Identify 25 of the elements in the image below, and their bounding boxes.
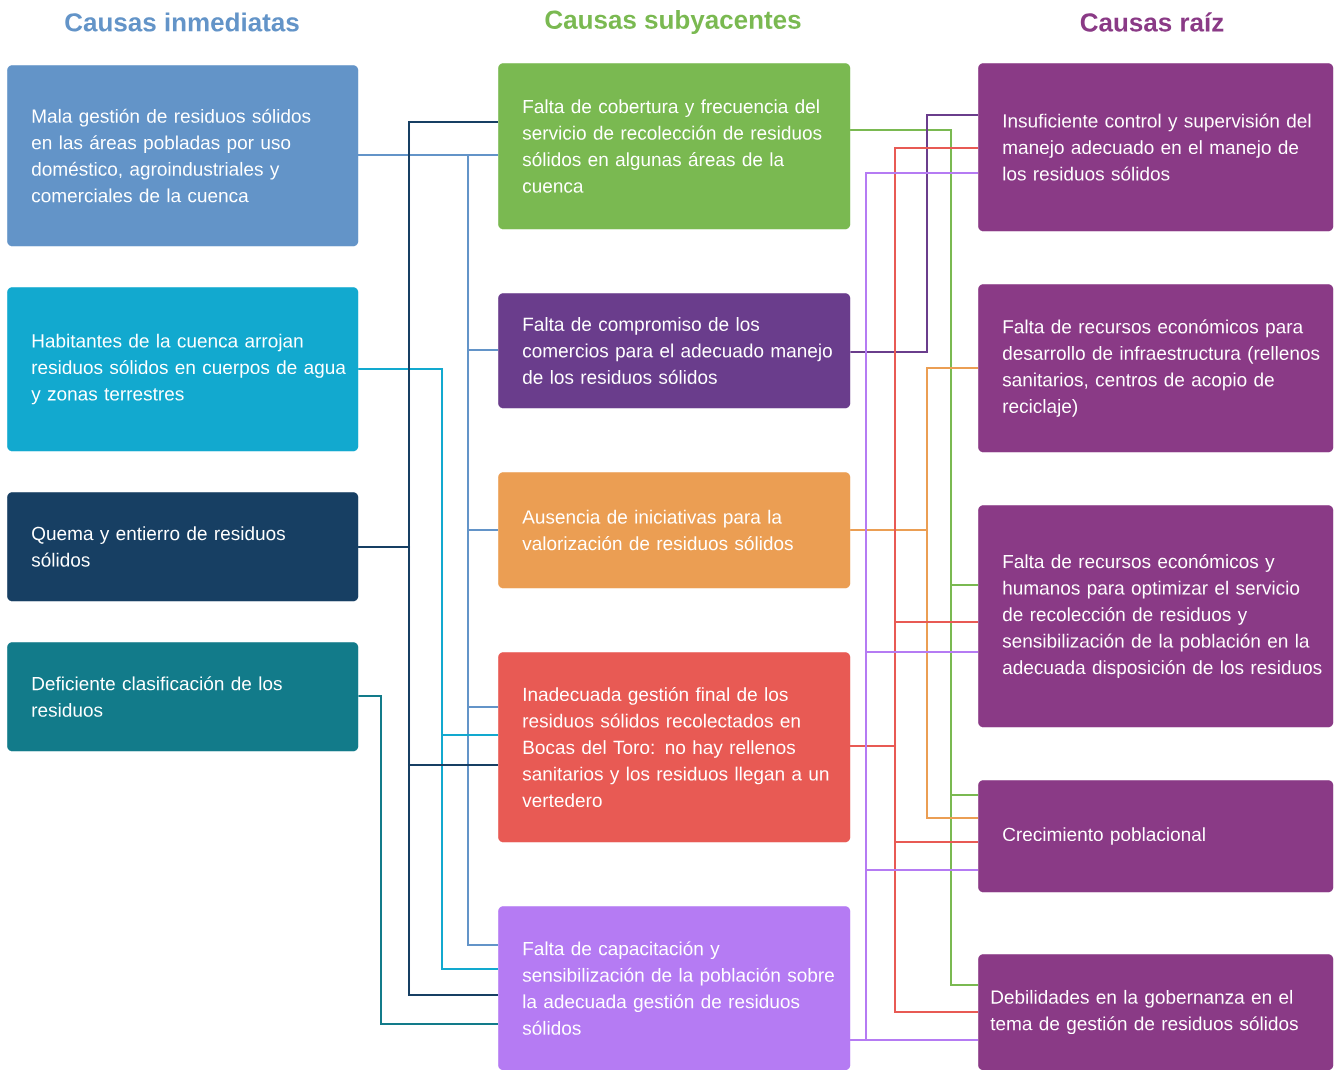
cause-box: Falta de recursos económicos y humanos para optimizar el servicio de recolección de residuos y sensibilización de la población en la adecuada disposición de los residuos <box>978 505 1334 728</box>
column-heading: Causas raíz <box>1080 12 1224 32</box>
column-heading: Causas inmediatas <box>65 12 299 32</box>
connector-line <box>357 154 499 946</box>
cause-box: Deficiente clasificación de los residuos <box>7 642 359 752</box>
cause-box: Falta de compromiso de los comercios para el adecuado manejo de los residuos sólidos <box>498 293 851 409</box>
cause-box: Inadecuada gestión final de los residuos sólidos recolectados en Bocas del Toro: no hay rellenos sanitarios y los residuos llegan a un vertedero <box>498 652 851 843</box>
cause-box: Falta de recursos económicos para desarrollo de infraestructura (rellenos sanitarios, centros de acopio de reciclaje) <box>978 284 1334 453</box>
cause-box: Falta de capacitación y sensibilización de la población sobre la adecuada gestión de residuos sólidos <box>498 906 851 1070</box>
connector-line <box>357 368 499 970</box>
cause-box: Falta de cobertura y frecuencia del servicio de recolección de residuos sólidos en algunas áreas de la cuenca <box>498 63 851 230</box>
connector-line <box>849 1039 979 1041</box>
connector-line <box>849 745 979 1013</box>
cause-box: Insuficiente control y supervisión del manejo adecuado en el manejo de los residuos sólidos <box>978 63 1334 232</box>
cause-box: Debilidades en la gobernanza en el tema de gestión de residuos sólidos <box>978 954 1334 1070</box>
column-heading: Causas subyacentes <box>545 9 801 35</box>
connector-line <box>357 546 499 996</box>
cause-box: Mala gestión de residuos sólidos en las áreas pobladas por uso doméstico, agroindustriales y comerciales de la cuenca <box>7 65 359 247</box>
cause-box: Ausencia de iniciativas para la valorización de residuos sólidos <box>498 472 851 589</box>
connector-line <box>849 114 979 353</box>
cause-box: Crecimiento poblacional <box>978 780 1334 893</box>
cause-box: Habitantes de la cuenca arrojan residuos sólidos en cuerpos de agua y zonas terrestres <box>7 287 359 452</box>
connector-line <box>357 695 499 1025</box>
connector-line <box>849 529 979 819</box>
cause-box: Quema y entierro de residuos sólidos <box>7 492 359 602</box>
